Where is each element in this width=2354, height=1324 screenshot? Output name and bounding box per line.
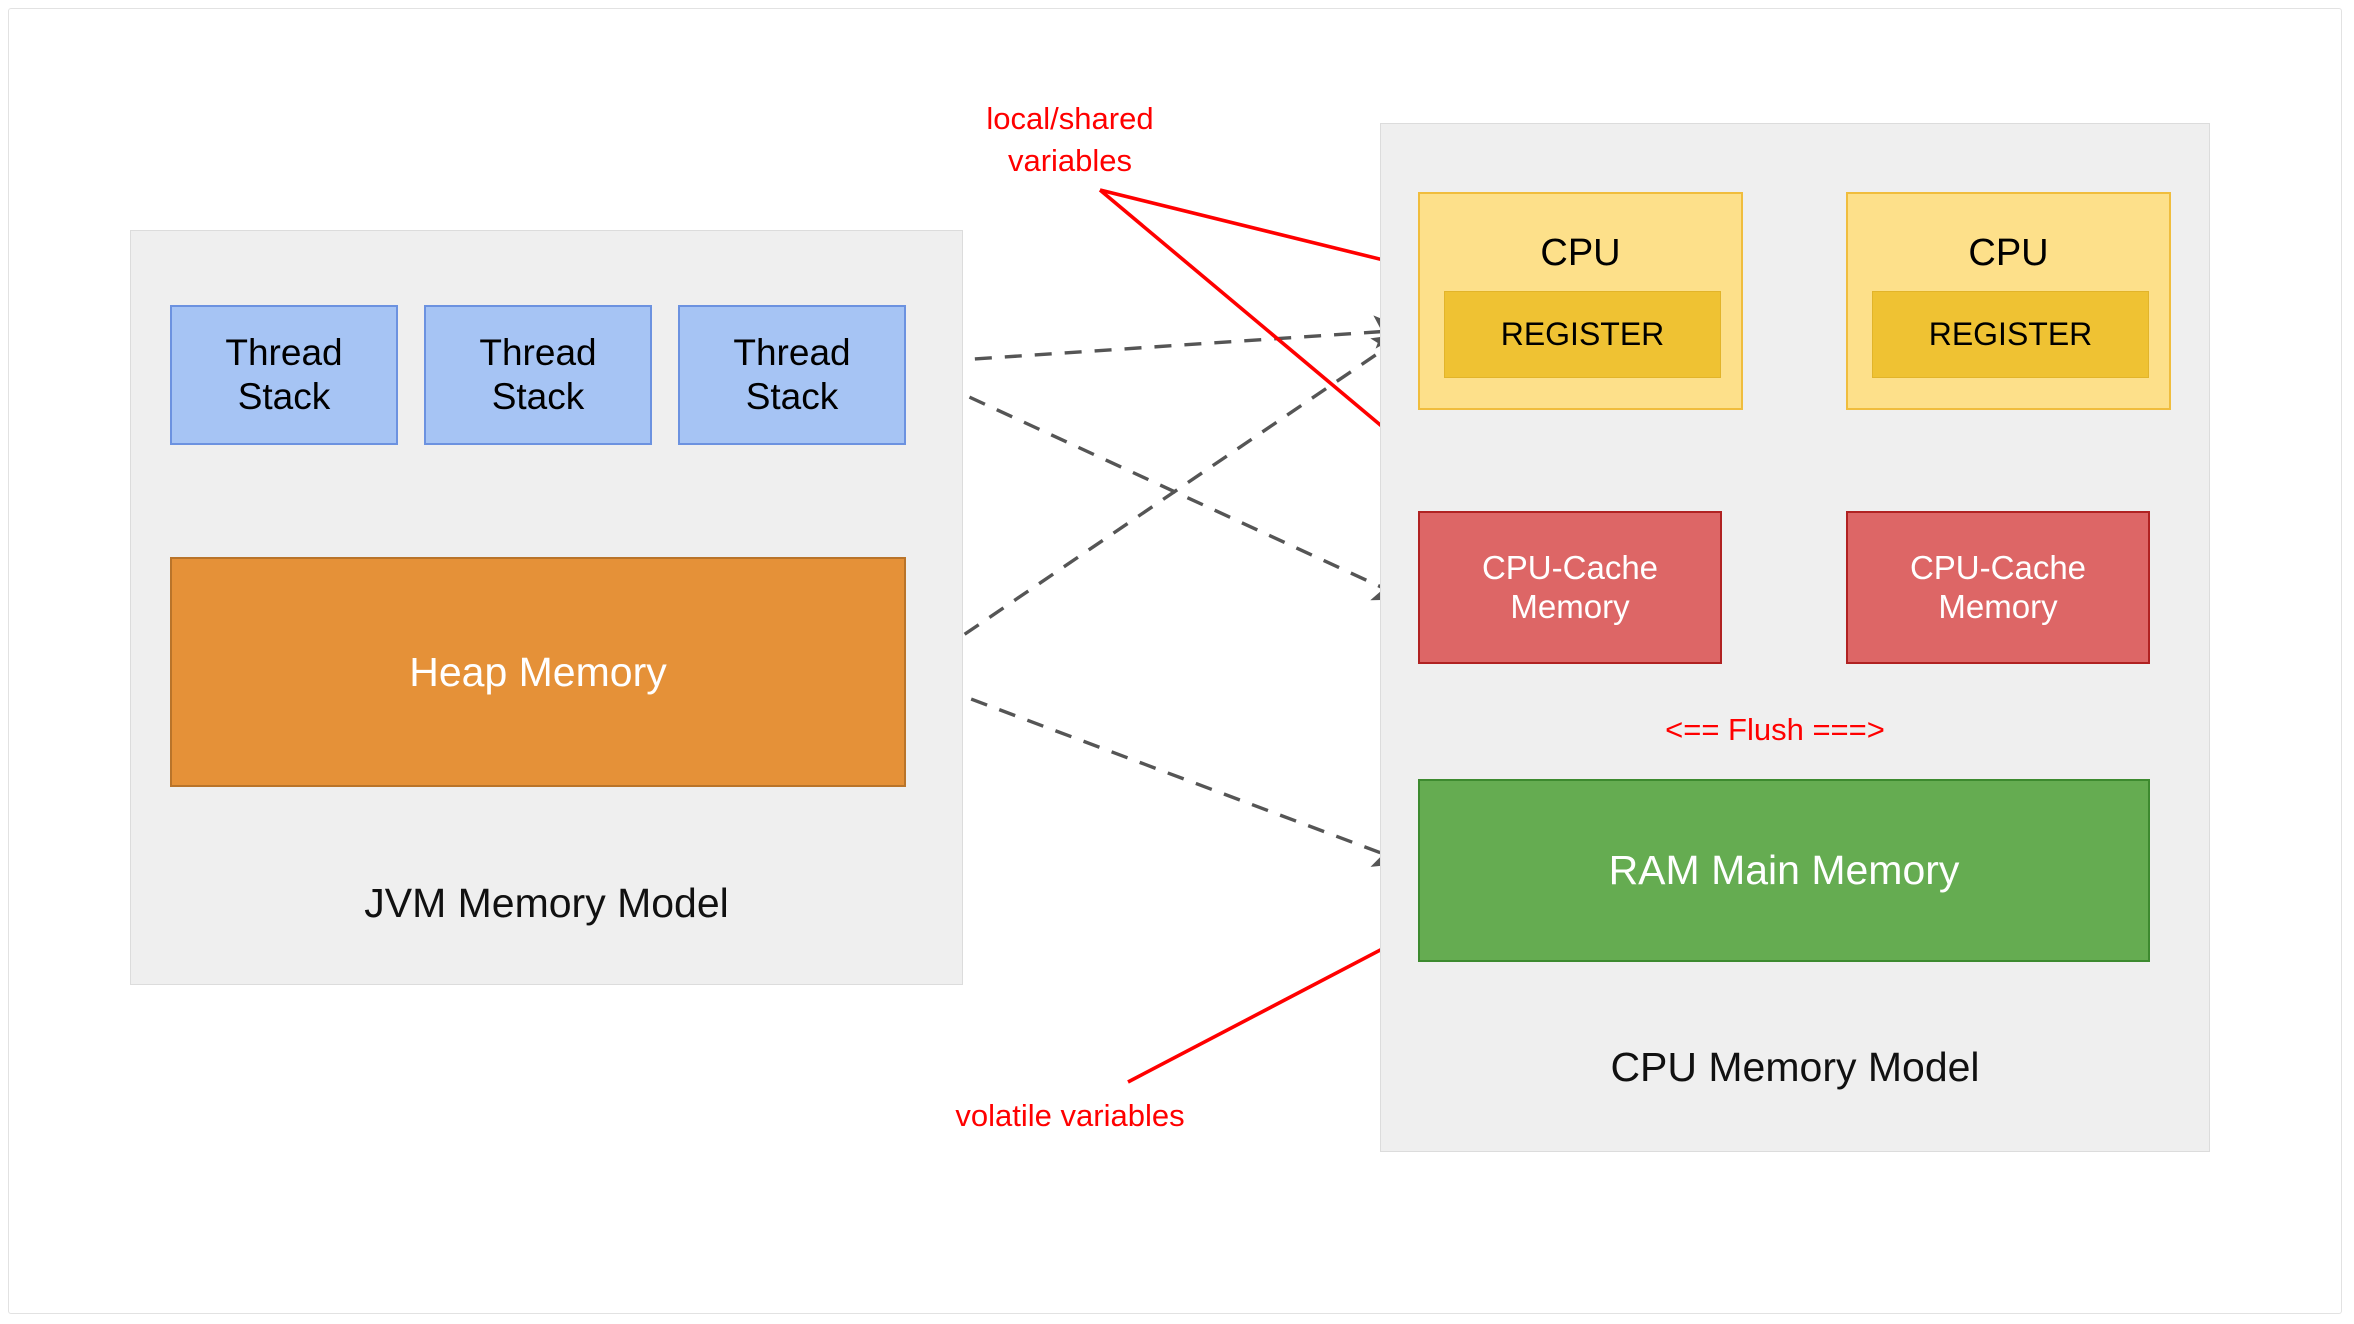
edge-heap-ram	[880, 651, 1409, 867]
ram-main-memory-label: RAM Main Memory	[1608, 847, 1960, 894]
annotation-flush: <== Flush ===>	[1665, 712, 1885, 747]
cpu-title-2: CPU	[1968, 232, 2049, 274]
annotation-volatile-variables: volatile variables	[955, 1098, 1185, 1133]
cpu-title-1: CPU	[1540, 232, 1621, 274]
register-box-1[interactable]: REGISTER	[1444, 291, 1721, 378]
edge-heap-register	[880, 333, 1408, 699]
heap-memory-box[interactable]: Heap Memory	[170, 557, 906, 787]
heap-memory-label: Heap Memory	[409, 648, 667, 695]
cpu-box-1[interactable]: CPU REGISTER	[1418, 192, 1743, 410]
cpu-memory-model-caption: CPU Memory Model	[1610, 1044, 1980, 1090]
edge-threadstack-register	[883, 315, 1409, 382]
register-label-1: REGISTER	[1500, 315, 1665, 352]
register-label-2: REGISTER	[1928, 315, 2093, 352]
ram-main-memory-box[interactable]: RAM Main Memory	[1418, 779, 2150, 962]
register-box-2[interactable]: REGISTER	[1872, 291, 2149, 378]
jvm-memory-model-caption: JVM Memory Model	[364, 880, 729, 926]
edge-threadstack-cache	[880, 344, 1409, 601]
cpu-box-2[interactable]: CPU REGISTER	[1846, 192, 2171, 410]
